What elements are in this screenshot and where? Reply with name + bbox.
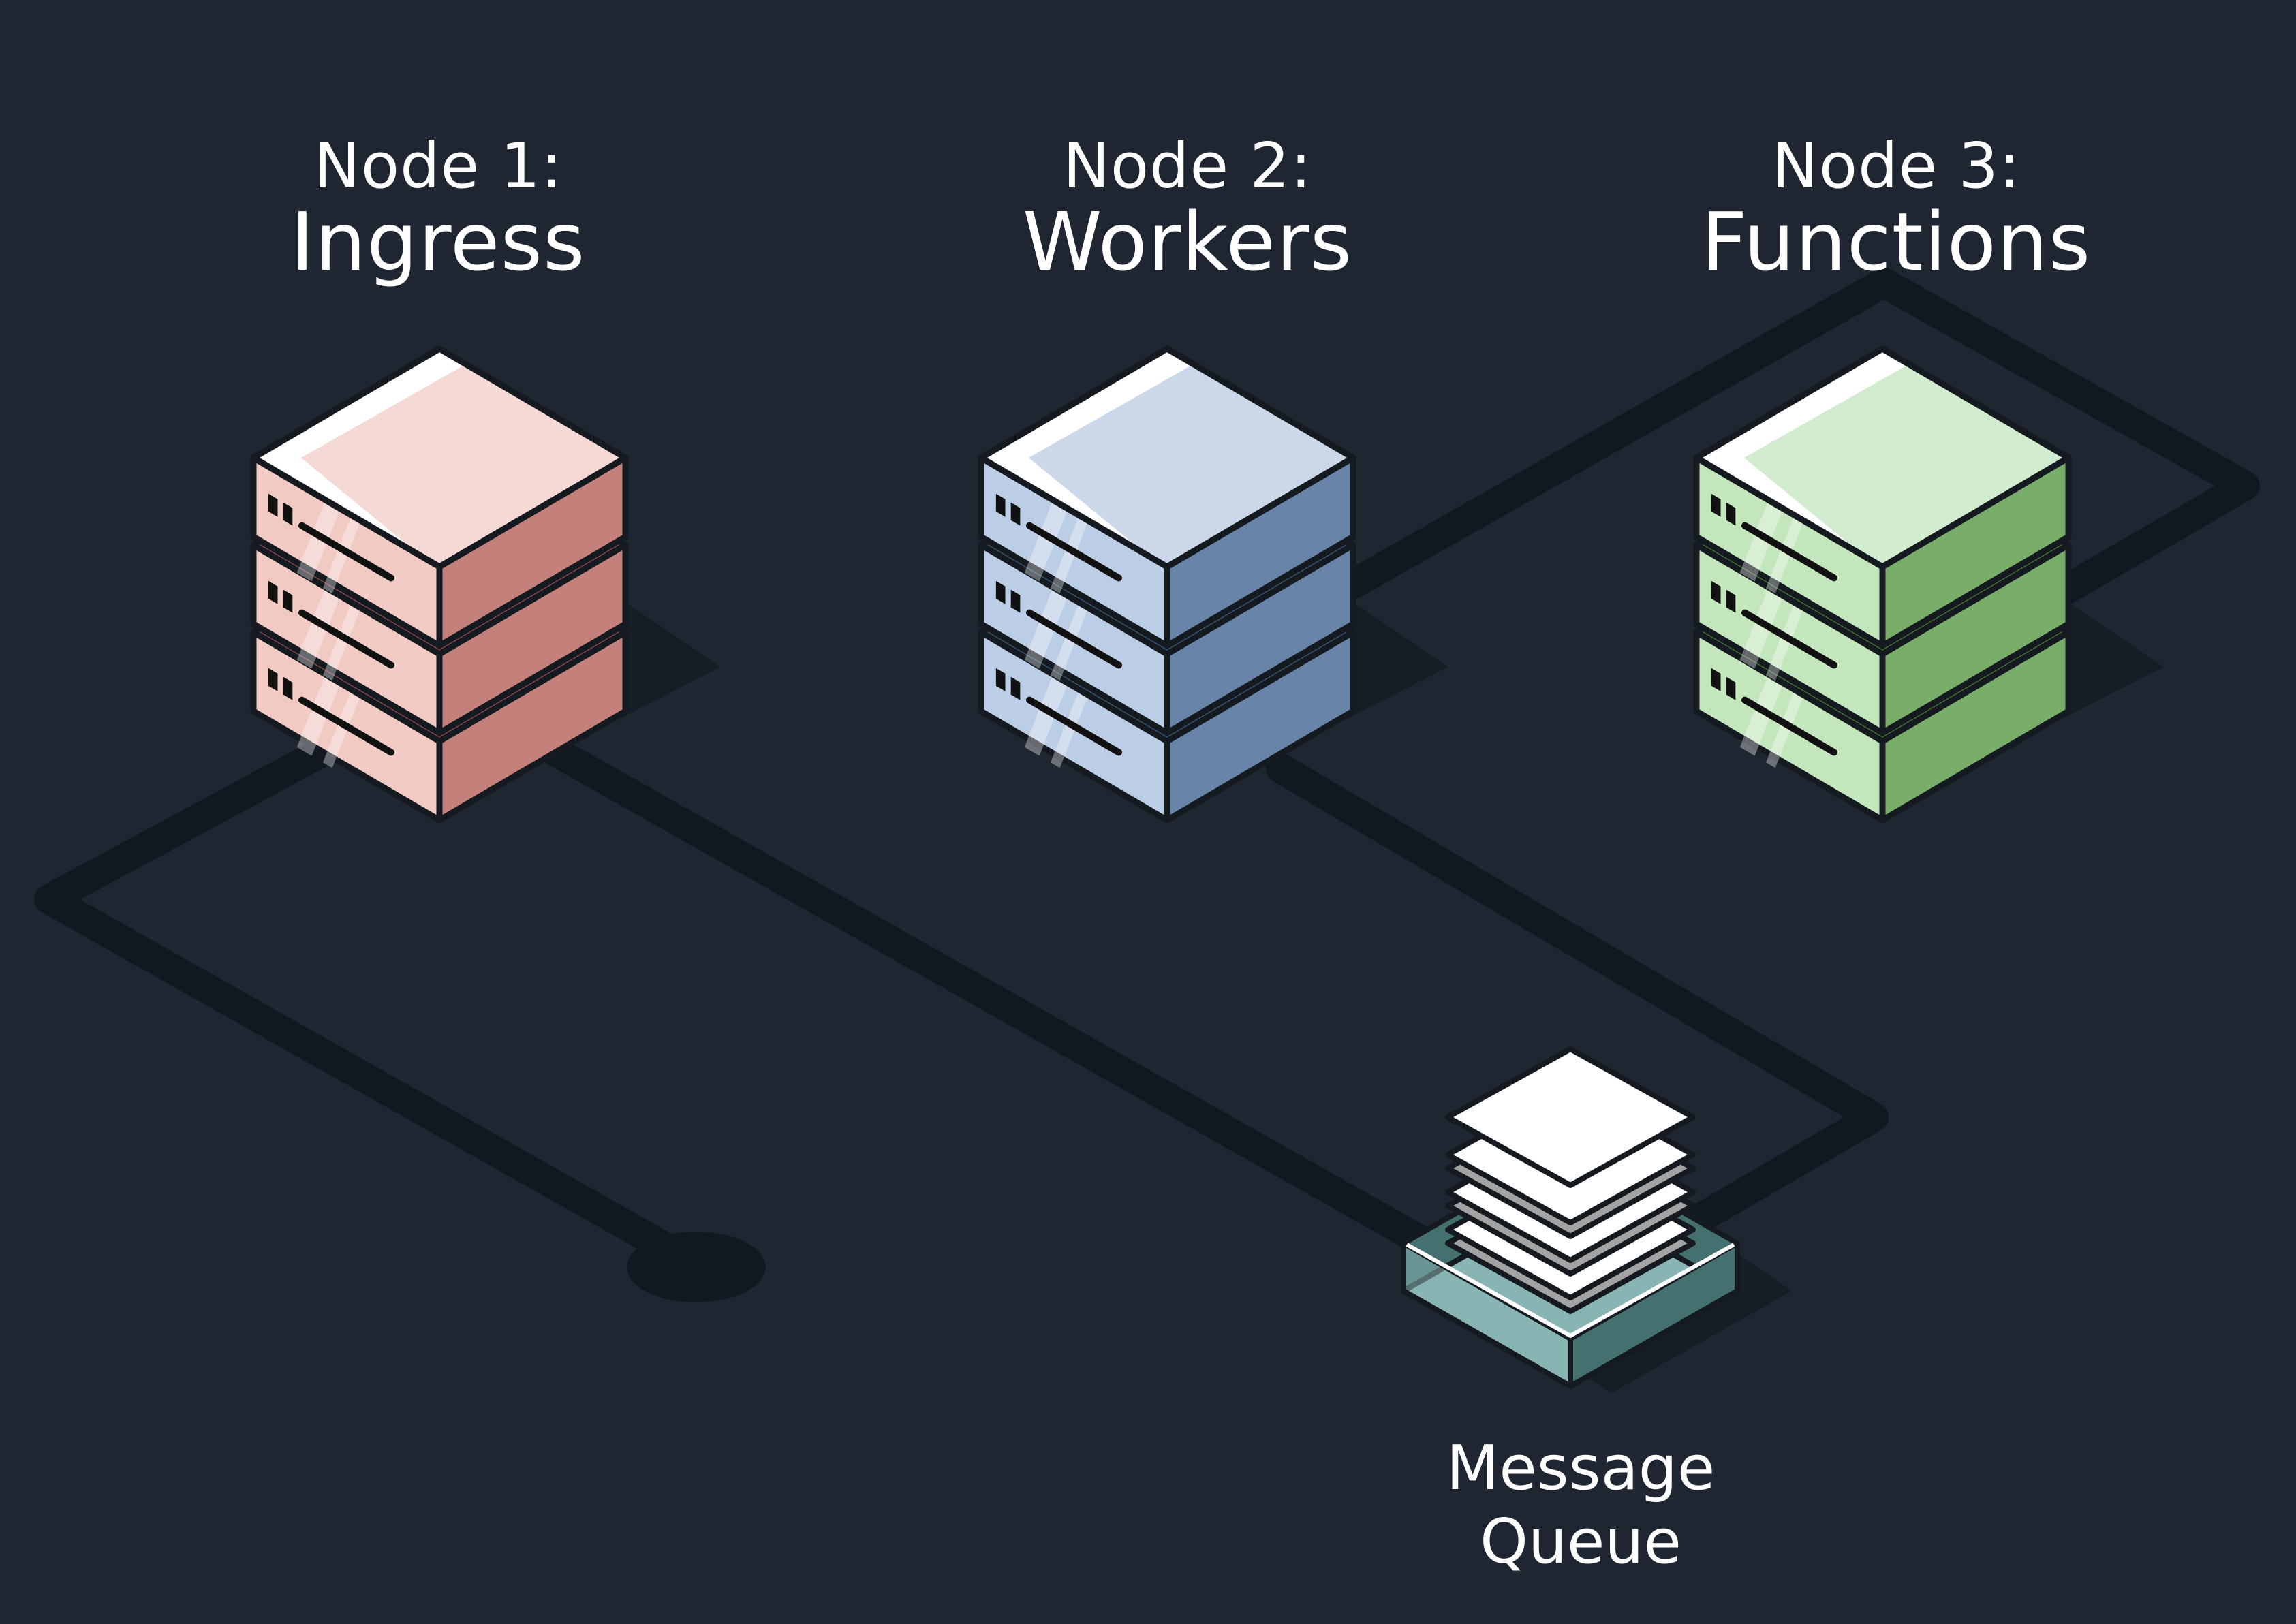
server-led (1711, 580, 1721, 604)
server-stack-node2 (978, 345, 1448, 824)
server-led (283, 676, 293, 700)
server-top-outline (1693, 345, 2072, 570)
server-top-outline (978, 345, 1356, 570)
server-highlight (296, 590, 339, 669)
server-led (995, 580, 1006, 604)
server-highlight (1050, 606, 1087, 681)
server-slot (1741, 696, 1838, 756)
wire-endpoint-dot (627, 1232, 766, 1302)
server-highlight (1024, 590, 1067, 669)
queue-tray-rim (1406, 1243, 1735, 1339)
server-slot (1741, 522, 1838, 582)
server-highlight (1739, 677, 1782, 756)
node-3-title: Node 3: (1771, 129, 2021, 202)
server-top-rim (981, 349, 1194, 567)
node-1-name: Ingress (290, 194, 586, 289)
server-stack-node3 (1693, 345, 2164, 824)
server-highlight (322, 606, 360, 681)
server-highlight (1765, 606, 1803, 681)
wire-ingress-to-queue (537, 734, 1453, 1265)
server-led (268, 493, 278, 517)
server-led (995, 493, 1006, 517)
wire-workers-to-functions (1337, 268, 2260, 608)
server-unit (250, 345, 629, 649)
server-led (1726, 676, 1736, 700)
server-highlight (1024, 677, 1067, 756)
server-led (1711, 668, 1721, 691)
wire-ingress-to-endpoint (34, 734, 703, 1275)
node-1-title: Node 1: (313, 129, 563, 202)
node-2-name: Workers (1022, 194, 1353, 289)
server-led (1711, 493, 1721, 517)
server-highlight (322, 693, 360, 768)
server-slot (298, 522, 395, 582)
server-top-rim (1696, 349, 1910, 567)
node-1-label: Node 1: Ingress (234, 133, 642, 285)
server-highlight (1050, 518, 1087, 594)
server-highlight (1739, 503, 1782, 582)
node-3-name: Functions (1701, 194, 2092, 289)
message-queue-label-line2: Queue (1480, 1506, 1681, 1578)
server-led (1726, 589, 1736, 613)
server-slot (1025, 696, 1123, 756)
server-highlight (1024, 503, 1067, 582)
server-highlight (322, 518, 360, 594)
server-slot (298, 609, 395, 669)
message-queue-label: Message Queue (1376, 1432, 1785, 1579)
server-slot (1025, 522, 1123, 582)
server-unit (978, 345, 1356, 649)
server-highlight (296, 677, 339, 756)
server-slot (298, 696, 395, 756)
server-stack-node1 (250, 345, 721, 824)
server-led (995, 668, 1006, 691)
server-top-rim (253, 349, 467, 567)
server-slot (1741, 609, 1838, 669)
node-2-label: Node 2: Workers (963, 133, 1412, 285)
server-highlight (1765, 693, 1803, 768)
connection-wires (34, 268, 2260, 1302)
server-top-outline (250, 345, 629, 570)
server-highlight (1739, 590, 1782, 669)
server-led (1010, 502, 1021, 526)
wire-workers-to-queue (1266, 753, 1889, 1251)
node-3-label: Node 3: Functions (1678, 133, 2114, 285)
server-highlight (1765, 518, 1803, 594)
node-2-title: Node 2: (1063, 129, 1312, 202)
server-led (283, 589, 293, 613)
queue-sheet-top (1445, 1046, 1696, 1188)
server-led (283, 502, 293, 526)
server-led (268, 580, 278, 604)
server-led (268, 668, 278, 691)
server-slot (1025, 609, 1123, 669)
server-unit (1693, 345, 2072, 649)
message-queue-label-line1: Message (1446, 1433, 1716, 1504)
message-queue-icon (1401, 1046, 1792, 1393)
server-led (1010, 589, 1021, 613)
server-led (1726, 502, 1736, 526)
server-highlight (296, 503, 339, 582)
server-led (1010, 676, 1021, 700)
server-highlight (1050, 693, 1087, 768)
